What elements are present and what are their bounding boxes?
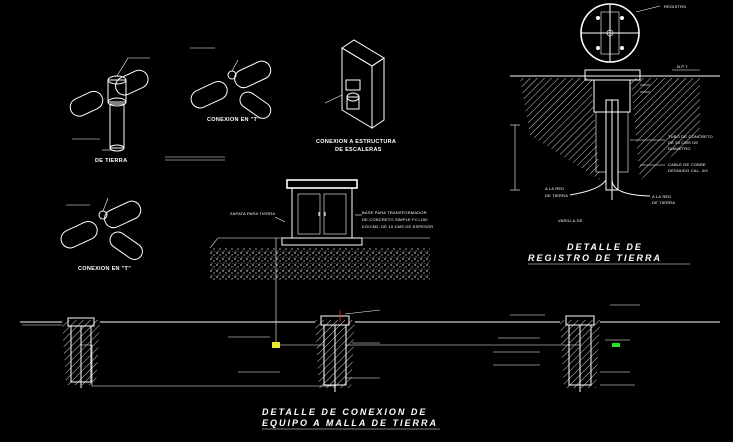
label-de-tierra: DE TIERRA	[95, 158, 127, 164]
label-right-6: A LA RED	[652, 194, 671, 199]
label-base-2: DE CONCRETO SIMPLE FC=150	[362, 217, 428, 222]
leader-zapata	[274, 216, 286, 223]
connection-marker-yellow	[272, 342, 280, 348]
ground-conductor-left	[81, 344, 335, 387]
registro-pit-center	[315, 315, 355, 392]
ground-section-center	[209, 237, 430, 280]
label-conexion-t-1: CONEXION EN "T"	[207, 117, 260, 123]
tee-cable-junction-2	[60, 197, 143, 260]
label-right-7: DE TIERRA	[652, 200, 675, 205]
title-detalle-conexion-1: DETALLE DE CONEXION DE	[262, 407, 427, 417]
label-right-5: DESNUDO CAL. 4/0	[668, 168, 708, 173]
label-left-2: DE TIERRA	[545, 193, 568, 198]
registro-section	[510, 69, 720, 200]
connection-marker-green	[612, 343, 620, 347]
transformer-cabinet	[281, 179, 363, 246]
tee-connector-detail	[69, 57, 150, 152]
label-base-1: BASE PARA TRANSFORMADOR	[362, 210, 427, 215]
registro-cover-plan	[580, 3, 661, 63]
title-detalle-registro-1: DETALLE DE	[567, 242, 643, 252]
label-left-1: A LA RED	[545, 186, 564, 191]
label-right-1: TUBO DE CONCRETO	[668, 134, 713, 139]
label-left-3: VARILLA DE	[558, 218, 583, 223]
label-conexion-t-2: CONEXION EN "T"	[78, 266, 131, 272]
label-conexion-estructura-2: DE ESCALERAS	[335, 147, 382, 153]
label-conexion-estructura-1: CONEXION A ESTRUCTURA	[316, 139, 396, 145]
label-npt: N.P.T.	[677, 64, 689, 69]
label-registro: REGISTRO	[664, 4, 687, 9]
label-right-2: DE 30 CMS DE	[668, 140, 698, 145]
bottom-leaders	[228, 304, 640, 386]
registro-pit-left	[62, 317, 100, 388]
structure-connector	[324, 39, 385, 129]
label-right-3: DIAMETRO	[668, 146, 691, 151]
tee-cable-junction-1	[190, 47, 272, 119]
title-detalle-registro-2: REGISTRO DE TIERRA	[528, 253, 662, 263]
label-base-3: KG/CM2, DE 10 CMS DE ESPESOR	[362, 224, 433, 229]
label-right-4: CABLE DE COBRE	[668, 162, 706, 167]
registro-pit-right	[560, 315, 600, 392]
label-zapata: ZAPATA PARA TIERRA	[230, 211, 275, 216]
title-detalle-conexion-2: EQUIPO A MALLA DE TIERRA	[262, 418, 438, 428]
